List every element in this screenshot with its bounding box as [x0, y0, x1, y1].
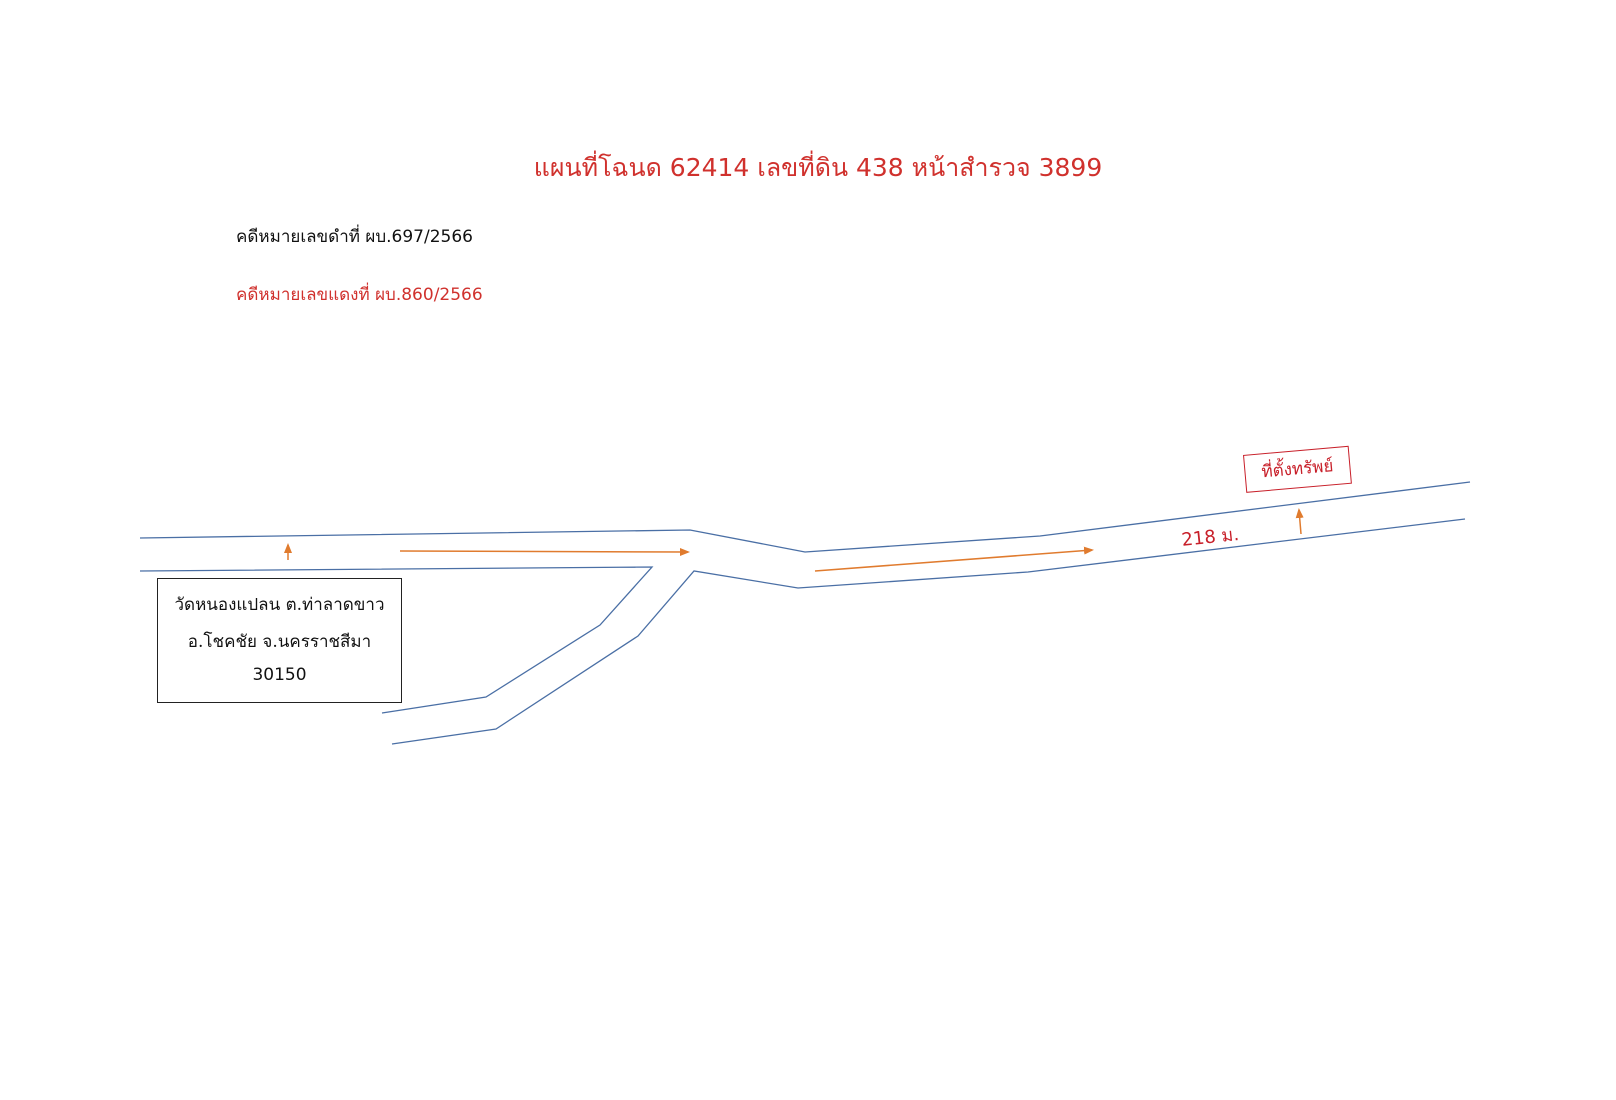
- arrow-route-1: [399, 547, 690, 556]
- map-title-text: แผนที่โฉนด 62414 เลขที่ดิน 438 หน้าสำรวจ…: [533, 153, 1103, 182]
- arrow-route-2: [814, 546, 1094, 572]
- landmark-name: วัดหนองแปลน ต.ท่าลาดขาว: [174, 595, 385, 615]
- main-road-lower-edge-left: [139, 566, 654, 714]
- main-road-upper-edge: [139, 481, 1471, 553]
- distance-label: 218 ม.: [1180, 523, 1241, 551]
- red-case-number: คดีหมายเลขแดงที่ ผบ.860/2566: [236, 285, 483, 305]
- main-road-lower-edge-right: [391, 518, 1466, 745]
- landmark-district: อ.โชคชัย จ.นครราชสีมา: [187, 632, 372, 652]
- black-case-number: คดีหมายเลขดำที่ ผบ.697/2566: [236, 227, 473, 247]
- landmark-postcode: 30150: [252, 665, 307, 685]
- landmark-address-box: วัดหนองแปลน ต.ท่าลาดขาว อ.โชคชัย จ.นครรา…: [157, 578, 402, 703]
- arrow-up-property: [1295, 508, 1304, 535]
- map-title: แผนที่โฉนด 62414 เลขที่ดิน 438 หน้าสำรวจ…: [0, 148, 1616, 188]
